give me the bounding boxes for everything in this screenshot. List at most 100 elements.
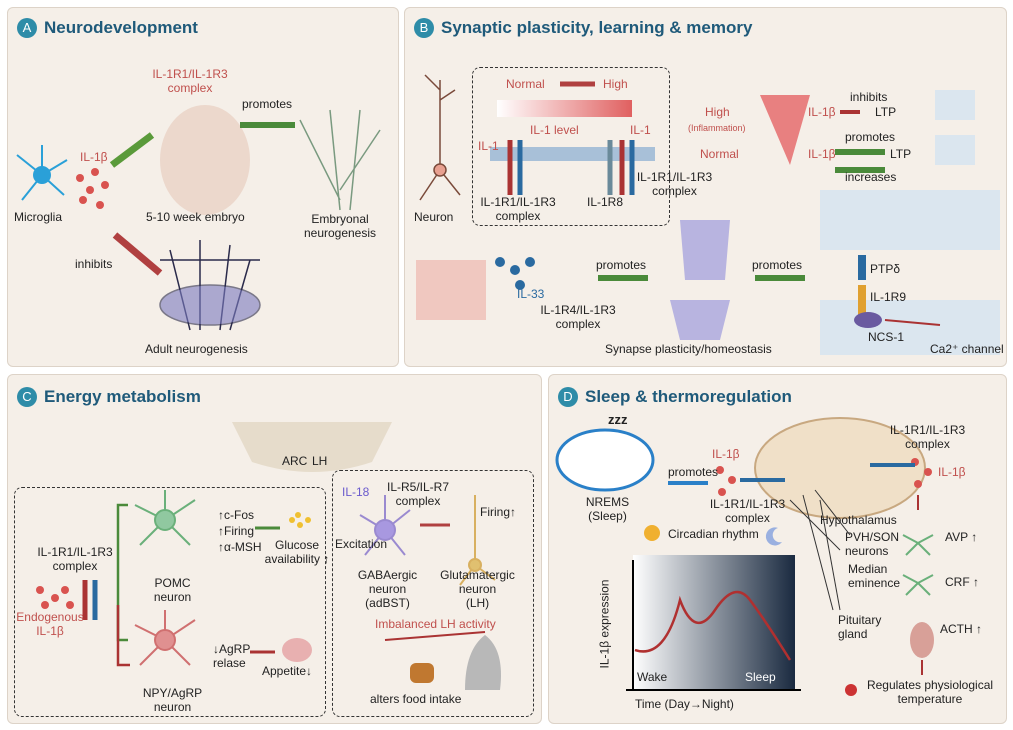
label-ca-channel: Ca2⁺ channel — [930, 342, 1004, 356]
hypothalamus-icon — [232, 422, 392, 472]
label-endogenous-il1b: Endogenous IL-1β — [16, 610, 84, 638]
label-microglia: Microglia — [14, 210, 63, 224]
label-il1: IL-1 — [478, 139, 499, 153]
gaba-neuron-icon — [359, 495, 411, 556]
label-promotes: promotes — [596, 258, 647, 272]
label-food-intake: alters food intake — [370, 692, 462, 706]
label-promotes: promotes — [845, 130, 896, 144]
zoom-box-lh — [332, 470, 534, 717]
label-promotes: promotes — [752, 258, 803, 272]
sun-icon — [644, 525, 660, 541]
label-inflammation: (Inflammation) — [688, 123, 746, 133]
label-inhibits: inhibits — [850, 90, 888, 104]
synapse-icon — [935, 90, 975, 165]
label-il1-level: IL-1 level — [530, 123, 579, 137]
embryo-icon — [160, 105, 250, 215]
plot-axes — [626, 560, 801, 691]
label-ptp: PTPδ — [870, 262, 901, 276]
panel-title: Energy metabolism — [44, 387, 201, 406]
label-median-eminence: Median eminence — [848, 562, 901, 590]
membrane — [490, 147, 655, 161]
badge-c: C — [17, 387, 37, 407]
label-il1r9: IL-1R9 — [870, 290, 907, 304]
brain-sleep-icon — [555, 428, 655, 492]
label-il18: IL-18 — [342, 485, 370, 499]
label-complex: IL-1R1/IL-1R3 complex — [480, 195, 556, 223]
label-il1b: IL-1β — [808, 105, 836, 119]
label-excitation: Excitation — [335, 537, 388, 551]
label-embryonal-neurogenesis: Embryonal neurogenesis — [303, 212, 377, 240]
label-avp: AVP ↑ — [945, 530, 978, 544]
thermometer-icon — [845, 684, 857, 696]
label-amsh: ↑α-MSH — [218, 540, 262, 554]
panel-title: Sleep & thermoregulation — [585, 387, 792, 406]
label-high-inflammation: High — [705, 105, 730, 119]
circadian-plot-area — [633, 555, 795, 690]
label-il33: IL-33 — [517, 287, 545, 301]
label-complex: IL-1R1/IL-1R3 complex — [709, 497, 786, 525]
label-regulates-temperature: Regulates physiological temperature — [866, 678, 994, 706]
il1b-expression-curve — [634, 590, 792, 661]
label-imbalanced: Imbalanced LH activity — [375, 617, 496, 631]
label-pomc: POMC neuron — [153, 576, 192, 604]
label-il1r4-complex: IL-1R4/IL-1R3 complex — [540, 303, 616, 331]
label-ltp: LTP — [890, 147, 912, 161]
label-il-r5-r7: IL-R5/IL-R7 complex — [386, 480, 450, 508]
label-firing: ↑Firing — [218, 524, 255, 538]
burger-icon — [410, 663, 434, 683]
label-inhibits: inhibits — [75, 257, 113, 271]
label-gabaergic: GABAergic neuron (adBST) — [357, 568, 418, 610]
label-increases: increases — [845, 170, 897, 184]
neuron-icon — [419, 74, 461, 201]
label-lh: LH — [312, 454, 328, 468]
axis-x-label: Time (Day→Night) — [635, 697, 734, 711]
label-complex: IL-1R1/IL-1R3 complex — [152, 67, 228, 95]
badge-d: D — [558, 387, 578, 407]
label-promotes: promotes — [668, 465, 719, 479]
label-pituitary: Pituitary gland — [838, 613, 882, 641]
il1b-dots-icon — [76, 168, 109, 209]
label-acth: ACTH ↑ — [940, 622, 982, 636]
il1-level-bar — [497, 100, 632, 117]
label-il1b: IL-1β — [808, 147, 836, 161]
label-firing: Firing↑ — [480, 505, 517, 519]
panel-title: Neurodevelopment — [44, 18, 198, 37]
person-silhouette — [465, 635, 501, 690]
label-glutamatergic: Glutamatergic neuron (LH) — [440, 568, 515, 610]
label-hypothalamus: Hypothalamus — [820, 513, 897, 527]
embryonal-neurons-icon — [299, 109, 381, 211]
glucose-icon — [289, 512, 311, 528]
label-arc: ARC — [282, 454, 308, 468]
label-embryo: 5-10 week embryo — [146, 210, 245, 224]
axis-y-label: IL-1β expression — [597, 579, 612, 669]
label-il1: IL-1 — [630, 123, 651, 137]
label-complex: IL-1R1/IL-1R3 complex — [37, 545, 113, 573]
label-il1b: IL-1β — [938, 465, 966, 479]
zoom-box-synapse — [472, 67, 670, 226]
brain-icon — [754, 417, 926, 519]
label-normal: Normal — [506, 77, 545, 91]
label-appetite: Appetite↓ — [262, 664, 313, 678]
label-cfos: ↑c-Fos — [218, 508, 254, 522]
label-nrems: NREMS (Sleep) — [585, 495, 630, 523]
arrow-promote — [109, 132, 155, 168]
label-pvh-son: PVH/SON neurons — [845, 530, 900, 558]
label-ncs1: NCS-1 — [868, 330, 905, 344]
moon-icon — [765, 527, 782, 546]
label-normal: Normal — [700, 147, 739, 161]
microglia-icon — [16, 145, 68, 201]
label-il1b: IL-1β — [80, 150, 108, 164]
arrow-inhibit — [112, 232, 163, 276]
label-neuron: Neuron — [414, 210, 454, 224]
il1-funnel — [760, 95, 810, 165]
zoom-box-arc — [14, 487, 326, 717]
label-synapse-plasticity: Synapse plasticity/homeostasis — [605, 342, 772, 356]
label-il1b: IL-1β — [712, 447, 740, 461]
label-high: High — [603, 77, 628, 91]
label-il1r8: IL-1R8 — [587, 195, 624, 209]
panel-title: Synaptic plasticity, learning & memory — [441, 18, 753, 37]
label-adult-neurogenesis: Adult neurogenesis — [145, 342, 248, 356]
npy-neuron-icon — [134, 610, 196, 666]
label-complex: IL-1R1/IL-1R3 complex — [889, 423, 966, 451]
